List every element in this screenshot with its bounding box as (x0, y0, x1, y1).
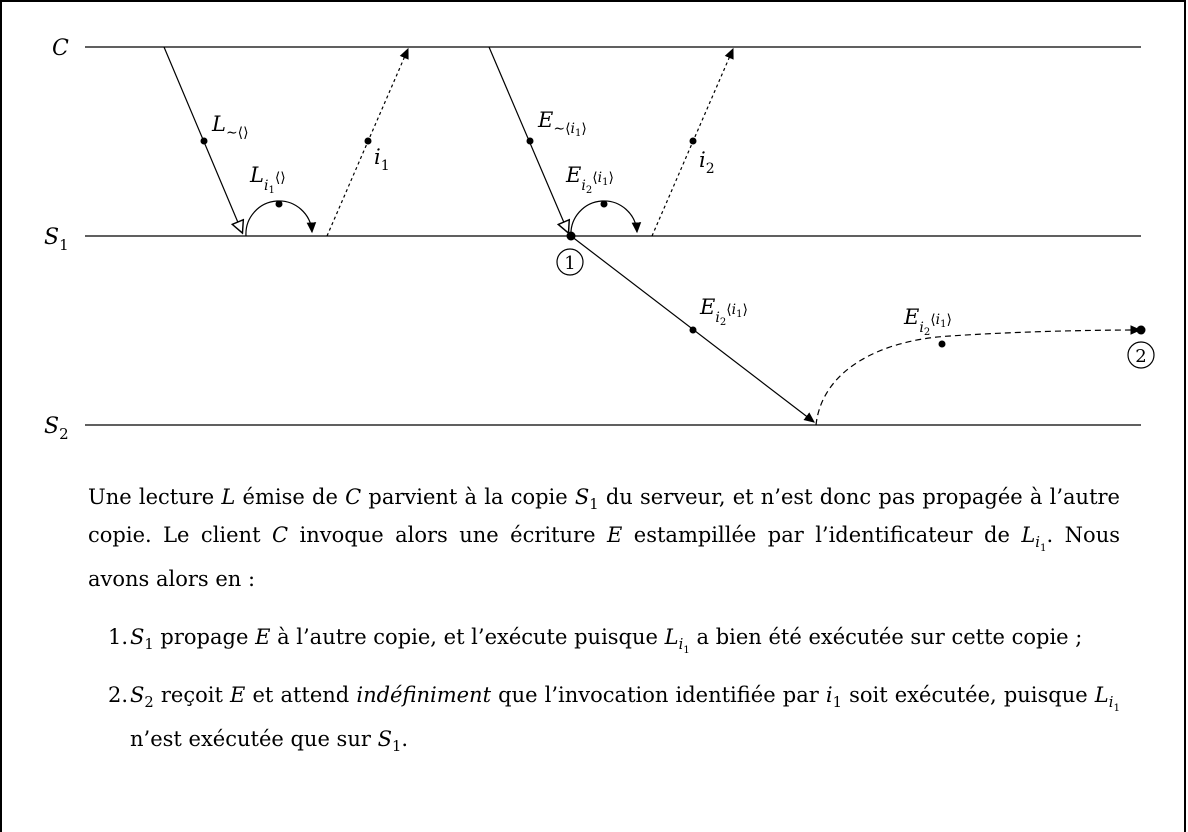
label-E-tilde: E∼⟨i1⟩ (537, 108, 587, 139)
exec-arc-L-dot (275, 200, 283, 208)
protocol-diagram: C S1 S2 L∼⟨⟩ Li1⟨⟩ i1 E∼⟨i1⟩ Ei2⟨i1⟩ i2 … (44, 36, 1155, 443)
waiting-curve-dot (938, 340, 946, 348)
label-E-i2-send: Ei2⟨i1⟩ (699, 295, 748, 328)
point-2-dot (1136, 325, 1146, 335)
label-S2: S2 (44, 414, 69, 443)
reply-i2 (651, 47, 734, 237)
propagate-E-dot (689, 326, 697, 334)
reply-i1-dot (364, 137, 372, 145)
step-item-2: 2.S2 reçoit E et attend indéfiniment que… (108, 683, 1120, 756)
steps-list: 1.S1 propage E à l’autre copie, et l’exé… (88, 622, 1120, 776)
reply-i1 (326, 47, 409, 237)
label-E-i2-S2: Ei2⟨i1⟩ (903, 305, 952, 338)
reply-i2-dot (689, 137, 697, 145)
label-L-i1: Li1⟨⟩ (249, 163, 286, 196)
exec-arc-E (570, 200, 642, 237)
message-E-dot (526, 137, 534, 145)
description-paragraph: Une lecture L émise de C parvient à la c… (88, 485, 1120, 592)
point-1-marker (556, 248, 584, 276)
point-2-label: 2 (1135, 346, 1146, 367)
step-item-1: 1.S1 propage E à l’autre copie, et l’exé… (108, 625, 1083, 657)
message-L-dot (200, 137, 208, 145)
point-2-marker (1127, 341, 1155, 369)
waiting-curve (815, 325, 1142, 426)
label-C: C (52, 36, 69, 61)
label-E-i2-S1: Ei2⟨i1⟩ (565, 163, 614, 196)
label-S1: S1 (44, 225, 69, 254)
point-1-label: 1 (564, 253, 575, 274)
exec-arc-L (245, 200, 317, 237)
exec-arc-E-dot (600, 200, 608, 208)
label-L-tilde: L∼⟨⟩ (211, 112, 249, 141)
label-i2: i2 (699, 148, 715, 177)
label-i1: i1 (374, 145, 390, 174)
